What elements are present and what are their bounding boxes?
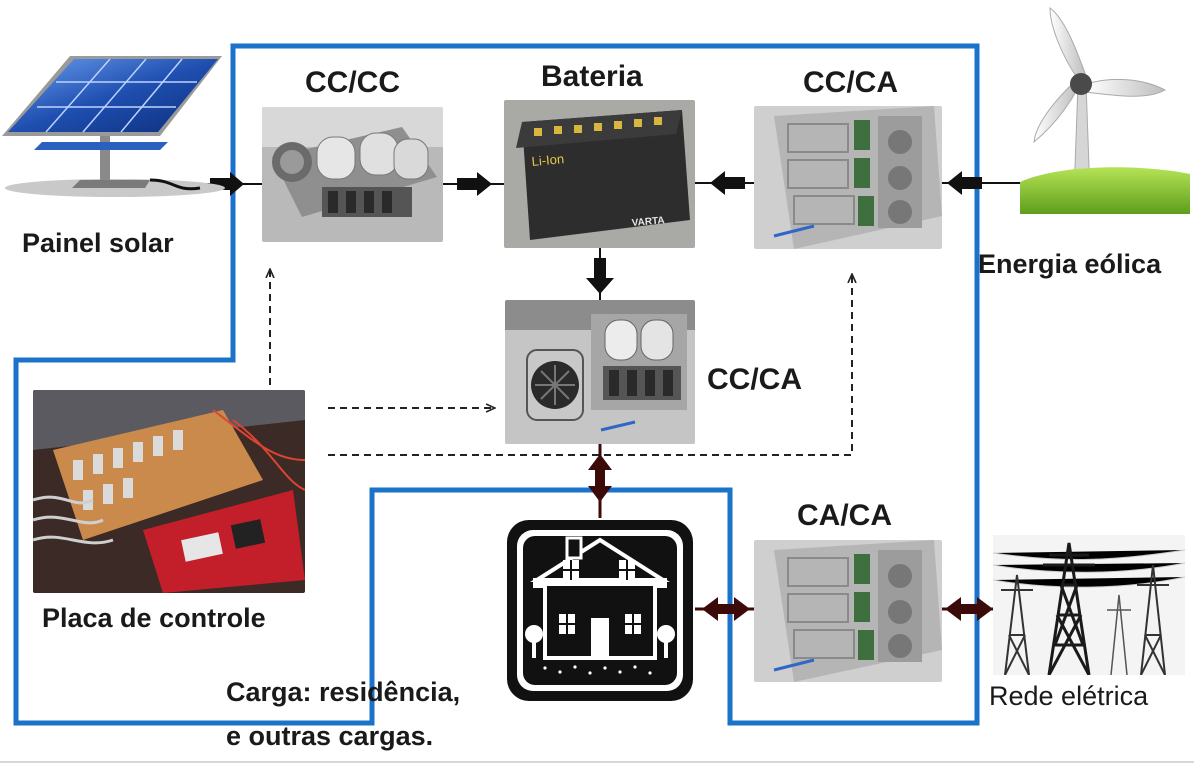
battery-brand-marking: VARTA xyxy=(631,215,665,229)
dcac-center-inverter-photo xyxy=(505,300,695,444)
acac-label: CA/CA xyxy=(797,499,892,532)
house-acac-bidirectional-arrow xyxy=(702,597,718,621)
grid-label: Rede elétrica xyxy=(989,681,1149,711)
dcac-top-label: CC/CA xyxy=(803,66,898,99)
power-tower-icon xyxy=(992,535,1186,676)
dcac-top-inverter-photo xyxy=(754,106,942,249)
dcdc-label: CC/CC xyxy=(305,66,400,99)
solar-panel-icon xyxy=(0,52,230,197)
load-label-line1: Carga: residência, xyxy=(226,677,461,707)
wind-energy-label: Energia eólica xyxy=(978,249,1162,279)
house-icon xyxy=(505,518,695,703)
control-board-label: Placa de controle xyxy=(42,603,266,633)
system-boundary-frame xyxy=(13,43,980,726)
wind-turbine-icon xyxy=(1020,4,1190,214)
dcac-center-label: CC/CA xyxy=(707,363,802,396)
dcac-to-battery-arrow xyxy=(725,177,745,189)
acac-grid-bidirectional-arrow xyxy=(945,597,961,621)
control-to-dcac-top-dashed xyxy=(328,275,852,456)
battery-chem-marking: Li-Ion xyxy=(531,151,565,169)
battery-label: Bateria xyxy=(541,60,643,93)
control-board-photo xyxy=(33,390,305,593)
load-label-line2: e outras cargas. xyxy=(226,721,434,751)
dcdc-converter-photo xyxy=(262,107,443,242)
solar-panel-label: Painel solar xyxy=(22,228,174,258)
battery-photo: Li-Ion VARTA xyxy=(504,100,695,248)
wind-to-dcac-arrow xyxy=(962,177,982,189)
acac-converter-photo xyxy=(754,540,942,682)
battery-to-dcac-arrow xyxy=(594,258,606,278)
dcac-house-bidirectional-arrow xyxy=(588,454,612,470)
dcdc-to-battery-arrow xyxy=(457,178,477,190)
